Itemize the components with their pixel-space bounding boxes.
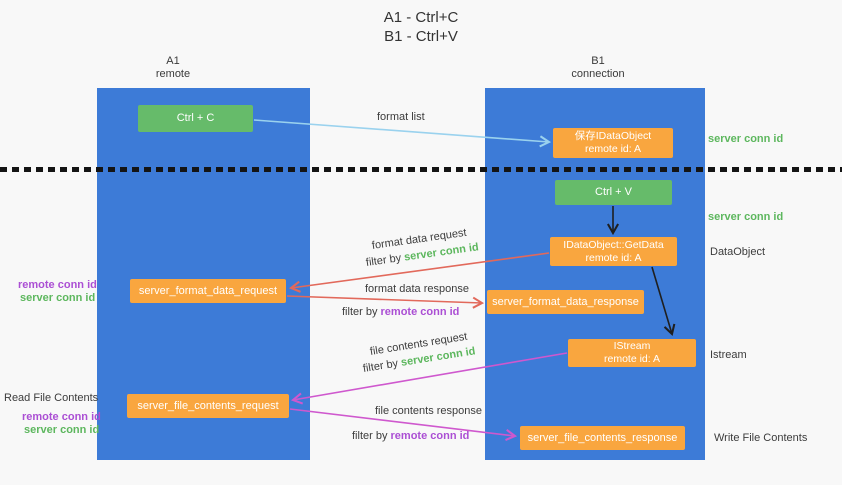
filter-by-text: filter by [365, 252, 402, 269]
column-b1-name: B1 [591, 55, 605, 67]
column-header-a1: A1 remote [128, 55, 218, 81]
server-conn-id-text: server conn id [708, 211, 784, 223]
file-response-label: server_file_contents_response [527, 431, 678, 444]
node-server-file-contents-request: server_file_contents_request [127, 394, 289, 418]
label-remote-conn-id-left-1: remote conn id [18, 279, 97, 291]
node-server-file-contents-response: server_file_contents_response [520, 426, 685, 450]
filter-by-text: filter by [352, 430, 388, 442]
diagram-title: A1 - Ctrl+C B1 - Ctrl+V [0, 8, 842, 46]
label-file-contents-response: file contents response [375, 405, 482, 417]
read-file-contents-text: Read File Contents [4, 392, 99, 404]
save-dataobject-line1: 保存IDataObject [574, 130, 652, 142]
node-server-format-data-response: server_format_data_response [487, 290, 644, 314]
remote-conn-id-text: remote conn id [390, 430, 470, 442]
remote-conn-id-text: remote conn id [18, 279, 97, 291]
label-istream: Istream [710, 349, 747, 361]
filter-by-text: filter by [342, 306, 378, 318]
label-remote-conn-id-left-2: remote conn id [22, 411, 101, 423]
format-request-label: server_format_data_request [138, 284, 278, 297]
server-conn-id-text: server conn id [24, 424, 100, 436]
label-filter-remote-conn-1: filter by remote conn id [342, 306, 459, 318]
istream-text: Istream [710, 349, 747, 361]
remote-conn-id-text: remote conn id [380, 306, 460, 318]
istream-line1: IStream [613, 340, 651, 352]
server-conn-id-text: server conn id [20, 292, 96, 304]
label-read-file-contents: Read File Contents [4, 392, 98, 404]
write-file-contents-text: Write File Contents [714, 432, 808, 444]
label-format-data-response: format data response [365, 283, 469, 295]
column-a1-subtitle: remote [155, 68, 191, 80]
node-istream: IStream remote id: A [568, 339, 696, 367]
node-idataobject-getdata: IDataObject::GetData remote id: A [550, 237, 677, 266]
getdata-line2: remote id: A [585, 251, 642, 264]
title-line-1: A1 - Ctrl+C [383, 9, 459, 26]
label-server-conn-id-right-2: server conn id [708, 211, 783, 223]
label-write-file-contents: Write File Contents [714, 432, 807, 444]
label-server-conn-id-right-1: server conn id [708, 133, 783, 145]
file-contents-response-text: file contents response [375, 405, 483, 417]
node-ctrl-c: Ctrl + C [138, 105, 253, 132]
filter-by-text: filter by [362, 357, 399, 375]
column-b1-subtitle: connection [571, 68, 625, 80]
format-list-text: format list [377, 111, 425, 123]
node-ctrl-v: Ctrl + V [555, 180, 672, 205]
node-server-format-data-request: server_format_data_request [130, 279, 286, 303]
label-dataobject: DataObject [710, 246, 765, 258]
istream-line2: remote id: A [603, 353, 661, 365]
format-response-label: server_format_data_response [492, 295, 639, 308]
column-header-b1: B1 connection [553, 55, 643, 81]
remote-conn-id-text: remote conn id [22, 411, 101, 423]
column-a1-name: A1 [166, 55, 180, 67]
label-server-conn-id-left-2: server conn id [24, 424, 99, 436]
getdata-line1: IDataObject::GetData [563, 238, 664, 251]
label-filter-remote-conn-2: filter by remote conn id [352, 430, 469, 442]
file-request-label: server_file_contents_request [137, 399, 279, 412]
ctrl-v-label: Ctrl + V [595, 186, 632, 198]
save-dataobject-line2: remote id: A [584, 143, 642, 155]
dotted-divider [0, 167, 842, 172]
node-save-dataobject: 保存IDataObject remote id: A [553, 128, 673, 158]
dataobject-text: DataObject [710, 246, 766, 258]
label-server-conn-id-left-1: server conn id [20, 292, 95, 304]
title-line-2: B1 - Ctrl+V [384, 28, 458, 45]
server-conn-id-text: server conn id [708, 133, 784, 145]
label-format-list: format list [377, 111, 425, 123]
ctrl-c-label: Ctrl + C [176, 112, 215, 124]
format-data-response-text: format data response [365, 283, 469, 295]
arrow-format-data-response [286, 295, 485, 309]
